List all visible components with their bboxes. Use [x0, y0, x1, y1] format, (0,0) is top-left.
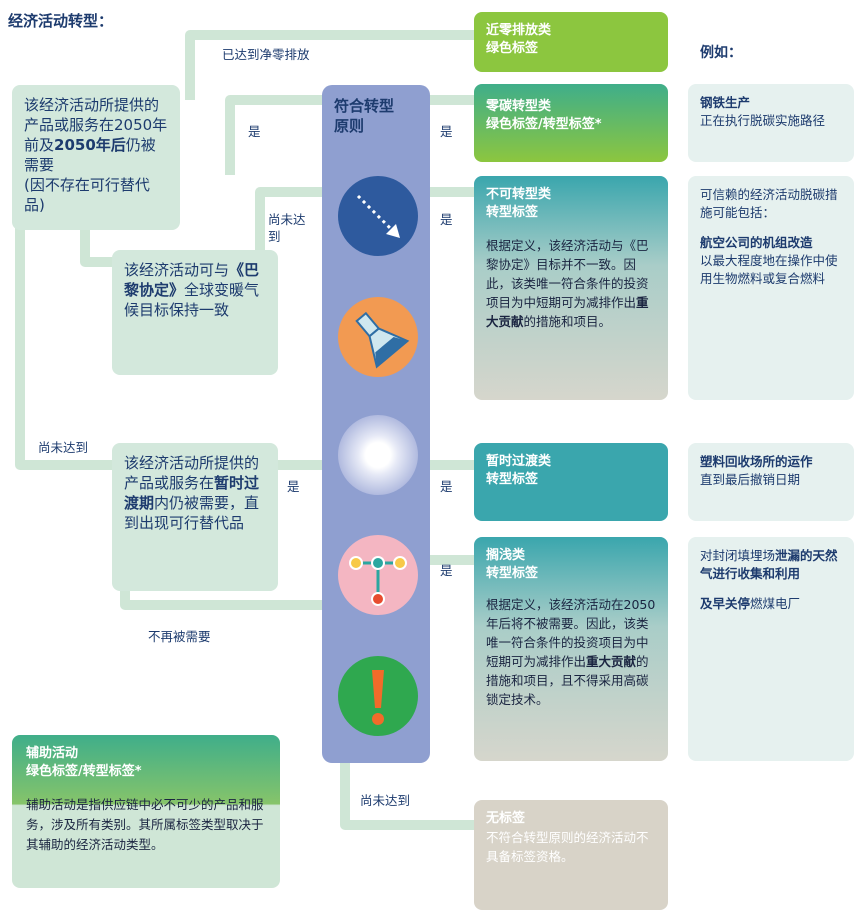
- label-no-longer-needed: 不再被需要: [148, 629, 211, 644]
- condition-text: 该经济活动所提供的产品或服务在: [124, 454, 260, 492]
- description-bold: 重大贡献: [486, 295, 649, 329]
- example-bold: 及早关停: [700, 596, 751, 611]
- example-title: 航空公司的机组改造: [700, 235, 813, 250]
- condition-text: 仍被需要: [24, 136, 156, 174]
- condition-bold: 《巴黎协定》: [124, 261, 260, 299]
- arrow-icon: [338, 176, 418, 256]
- condition-box-needed-after-2050: 该经济活动所提供的产品或服务在2050年前及2050年后仍被需要 (因不存在可行…: [12, 85, 180, 230]
- label-not-yet: 尚未达: [268, 212, 306, 227]
- category-label: 转型标签: [486, 566, 539, 581]
- label-yes: 是: [440, 212, 453, 227]
- category-description: 根据定义，该经济活动在2050年后将不被需要。因此，该类唯一符合条件的投资项目为…: [486, 595, 656, 709]
- category-non-transition: 不可转型类 转型标签 根据定义，该经济活动与《巴黎协定》目标并不一致。因此，该类…: [474, 176, 668, 400]
- example-landfill-coal: 对封闭填埋场泄漏的天然气进行收集和利用 及早关停燃煤电厂: [688, 537, 854, 761]
- label-yes: 是: [287, 479, 300, 494]
- label-yes: 是: [248, 124, 261, 139]
- label-not-yet-cont: 到: [268, 229, 281, 244]
- principles-title-line: 符合转型: [334, 97, 395, 115]
- category-title: 无标签: [486, 811, 526, 826]
- example-intro: 可信赖的经济活动脱碳措施可能包括：: [700, 187, 838, 220]
- example-plastic-recycling: 塑料回收场所的运作 直到最后撤销日期: [688, 443, 854, 521]
- category-title: 暂时过渡类: [486, 454, 552, 469]
- flask-icon: [338, 297, 418, 377]
- condition-bold: 2050年后: [54, 136, 126, 154]
- example-text: 燃煤电厂: [750, 596, 801, 611]
- category-no-label: 无标签 不符合转型原则的经济活动不具备标签资格。: [474, 800, 668, 910]
- condition-bold: 暂时过渡期: [124, 474, 260, 512]
- condition-text: 该经济活动所提供的产品或服务在2050年前及: [24, 96, 168, 154]
- description-bold: 重大贡献: [586, 654, 637, 669]
- network-icon: [338, 535, 418, 615]
- condition-text: 该经济活动可与: [124, 261, 230, 279]
- category-title: 不可转型类: [486, 187, 552, 202]
- category-title: 搁浅类: [486, 548, 526, 563]
- example-text: 以最大程度地在操作中使用生物燃料或复合燃料: [700, 253, 838, 286]
- aux-subtitle: 绿色标签/转型标签*: [26, 764, 142, 779]
- category-description: 根据定义，该经济活动与《巴黎协定》目标并不一致。因此，该类唯一符合条件的投资项目…: [486, 236, 656, 331]
- description-text: 根据定义，该经济活动在2050年后将不被需要。因此，该类唯一符合条件的投资项目为…: [486, 597, 656, 669]
- label-achieved-net-zero: 已达到净零排放: [220, 44, 312, 63]
- principles-title: 符合转型 原则: [334, 96, 394, 136]
- example-title: 塑料回收场所的运作: [700, 454, 813, 469]
- examples-header: 例如：: [700, 45, 742, 61]
- category-label: 绿色标签: [486, 41, 539, 56]
- condition-text: 内仍被需要，直到出现可行替代品: [124, 494, 260, 532]
- description-text: 根据定义，该经济活动与《巴黎协定》目标并不一致。因此，该类唯一符合条件的投资项目…: [486, 238, 649, 310]
- category-stranded: 搁浅类 转型标签 根据定义，该经济活动在2050年后将不被需要。因此，该类唯一符…: [474, 537, 668, 761]
- category-near-zero: 近零排放类 绿色标签: [474, 12, 668, 72]
- example-line: 对封闭填埋场泄漏的天然气进行收集和利用: [700, 547, 842, 583]
- category-label: 绿色标签/转型标签*: [486, 117, 602, 132]
- label-not-yet-left: 尚未达到: [38, 437, 89, 456]
- condition-text: 全球变暖气候目标保持一致: [124, 281, 260, 319]
- condition-text: (因不存在可行替代品): [24, 176, 150, 214]
- category-label: 转型标签: [486, 472, 539, 487]
- page-title: 经济活动转型：: [8, 12, 114, 30]
- category-description: 不符合转型原则的经济活动不具备标签资格。: [486, 830, 649, 864]
- example-title: 钢铁生产: [700, 95, 751, 110]
- category-label: 转型标签: [486, 205, 539, 220]
- aux-title: 辅助活动: [26, 746, 79, 761]
- example-aviation: 可信赖的经济活动脱碳措施可能包括： 航空公司的机组改造 以最大程度地在操作中使用…: [688, 176, 854, 400]
- category-title: 近零排放类: [486, 23, 552, 38]
- example-line: 及早关停燃煤电厂: [700, 595, 842, 613]
- condition-box-interim-period: 该经济活动所提供的产品或服务在暂时过渡期内仍被需要，直到出现可行替代品: [112, 443, 278, 591]
- example-text: 直到最后撤销日期: [700, 472, 801, 487]
- label-yes: 是: [440, 563, 453, 578]
- principles-title-line: 原则: [334, 117, 365, 135]
- glow-icon: [338, 415, 418, 495]
- label-yes: 是: [440, 479, 453, 494]
- condition-box-paris-agreement: 该经济活动可与《巴黎协定》全球变暖气候目标保持一致: [112, 250, 278, 375]
- example-steel: 钢铁生产 正在执行脱碳实施路径: [688, 84, 854, 162]
- label-not-yet-bottom: 尚未达到: [360, 793, 411, 808]
- example-text: 对封闭填埋场: [700, 548, 776, 563]
- category-zero-carbon: 零碳转型类 绿色标签/转型标签*: [474, 84, 668, 162]
- category-interim: 暂时过渡类 转型标签: [474, 443, 668, 521]
- aux-text: 辅助活动是指供应链中必不可少的产品和服务，涉及所有类别。其所属标签类型取决于其辅…: [26, 797, 264, 852]
- example-bold: 泄漏的天然气进行收集和利用: [700, 548, 838, 581]
- description-text: 的措施和项目。: [523, 314, 612, 329]
- exclamation-icon: [338, 656, 418, 736]
- description-text: 的措施和项目，且不得采用高碳锁定技术。: [486, 654, 649, 707]
- category-title: 零碳转型类: [486, 99, 552, 114]
- auxiliary-activity-box: 辅助活动 绿色标签/转型标签* 辅助活动是指供应链中必不可少的产品和服务，涉及所…: [12, 735, 280, 888]
- example-text: 正在执行脱碳实施路径: [700, 113, 826, 128]
- label-yes: 是: [440, 124, 453, 139]
